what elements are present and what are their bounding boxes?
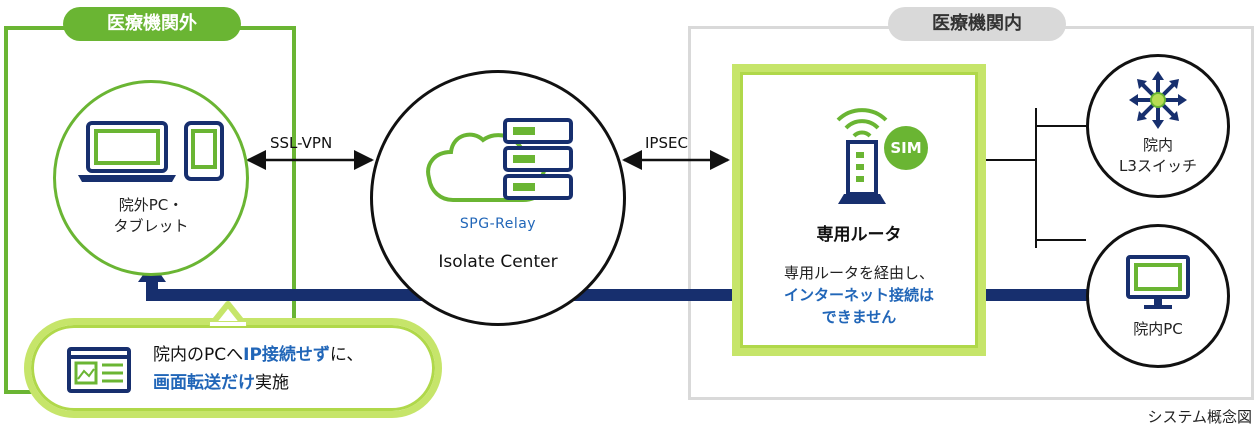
switch-arrows-icon: [1129, 71, 1187, 129]
inside-zone-title: 医療機関内: [888, 7, 1066, 41]
callout-pointer: [209, 301, 247, 326]
router-note-line2: インターネット接続は: [783, 286, 934, 304]
callout-text-part3: に、: [329, 345, 364, 365]
router-box: SIM 専用ルータ 専用ルータを経由し、 インターネット接続は できません: [732, 64, 986, 356]
ssl-vpn-label: SSL-VPN: [270, 134, 333, 152]
outside-device-label-line2: タブレット: [113, 217, 189, 235]
laptop-tablet-icon: [78, 121, 224, 182]
cloud-server-icon: [426, 118, 573, 202]
switch-label-line1: 院内: [1142, 136, 1173, 154]
desktop-monitor-icon: [1126, 254, 1190, 309]
callout-text: 院内のPCへIP接続せずに、 画面転送だけ実施: [153, 341, 363, 397]
inside-pc-label: 院内PC: [1133, 319, 1183, 338]
outside-device-node: 院外PC・ タブレット: [53, 80, 249, 276]
router-icon: [836, 108, 888, 204]
router-note: 専用ルータを経由し、 インターネット接続は できません: [740, 262, 978, 328]
callout-text-emphasis1: IP接続せず: [243, 345, 330, 365]
callout-text-part5: 実施: [255, 373, 289, 393]
router-note-line3: できません: [821, 308, 897, 326]
server-stack-icon: [503, 118, 573, 200]
sim-badge: SIM: [884, 126, 928, 170]
inside-pc-node: 院内PC: [1086, 224, 1230, 368]
callout-bubble: 院内のPCへIP接続せずに、 画面転送だけ実施: [24, 318, 442, 418]
outside-zone-title: 医療機関外: [63, 7, 241, 41]
switch-label-line2: L3スイッチ: [1119, 157, 1197, 175]
router-note-line1: 専用ルータを経由し、: [783, 264, 934, 282]
callout-text-emphasis2: 画面転送だけ: [153, 373, 255, 393]
ipsec-label: IPSEC: [645, 134, 688, 152]
isolate-center-node: SPG-Relay Isolate Center: [370, 70, 626, 326]
screen-transfer-icon: [67, 347, 131, 393]
figure-caption: システム概念図: [1147, 408, 1252, 426]
outside-device-label-line1: 院外PC・: [118, 196, 184, 214]
callout-text-part1: 院内のPCへ: [153, 345, 244, 365]
router-label: 専用ルータ: [816, 225, 902, 245]
isolate-center-label: Isolate Center: [438, 252, 558, 272]
spg-relay-badge: SPG-Relay: [459, 216, 537, 232]
l3-switch-node: 院内 L3スイッチ: [1086, 54, 1230, 198]
